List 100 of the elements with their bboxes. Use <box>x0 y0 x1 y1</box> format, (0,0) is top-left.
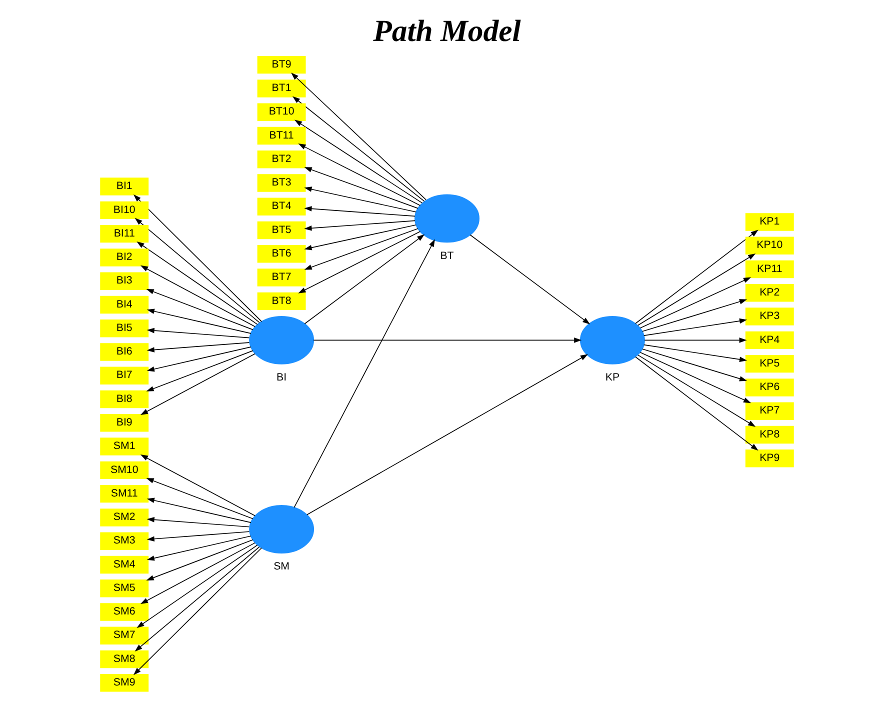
arrow <box>637 354 756 427</box>
node-box: BI2 <box>100 248 149 266</box>
arrow <box>292 96 425 202</box>
node-box: BI3 <box>100 272 149 290</box>
arrow <box>140 265 256 328</box>
arrow <box>637 253 756 326</box>
arrow <box>635 230 758 324</box>
node-box: BT10 <box>257 103 306 121</box>
arrow <box>313 338 582 343</box>
node-circle <box>249 505 314 554</box>
node-box: BT5 <box>257 221 306 240</box>
node-box: KP6 <box>745 378 794 396</box>
node-label: BT <box>440 250 454 262</box>
arrow <box>146 350 254 392</box>
node-box: KP11 <box>745 260 794 278</box>
arrow <box>640 352 752 404</box>
arrow <box>304 206 416 217</box>
arrow <box>291 72 426 200</box>
arrow <box>642 299 748 332</box>
node-box: BT2 <box>257 150 306 168</box>
arrow <box>298 144 421 206</box>
arrow <box>298 231 421 294</box>
node-box: SM6 <box>100 603 149 621</box>
node-box: BI5 <box>100 320 149 338</box>
arrow <box>304 224 417 250</box>
node-box: KP7 <box>745 402 794 420</box>
node-box: SM3 <box>100 532 149 550</box>
arrow <box>304 234 425 324</box>
node-box: BI4 <box>100 296 149 314</box>
arrow <box>133 547 262 676</box>
arrow <box>644 338 747 343</box>
node-box: KP1 <box>745 213 794 231</box>
node-box: BI9 <box>100 414 149 432</box>
node-box: SM10 <box>100 461 149 480</box>
node-box: KP5 <box>745 354 794 373</box>
arrow <box>304 228 418 270</box>
arrow <box>146 498 252 523</box>
arrow <box>146 531 250 542</box>
node-box: BI7 <box>100 366 149 384</box>
node-box: BI11 <box>100 224 149 243</box>
node-box: KP2 <box>745 284 794 302</box>
node-box: BI8 <box>100 390 149 408</box>
arrow <box>140 542 256 604</box>
arrow <box>146 308 252 334</box>
node-box: KP3 <box>745 308 794 326</box>
node-box: SM11 <box>100 484 149 503</box>
node-box: KP8 <box>745 426 794 444</box>
node-box: SM4 <box>100 556 149 574</box>
node-box: KP10 <box>745 236 794 254</box>
node-label: BI <box>276 372 287 384</box>
arrow <box>304 167 418 209</box>
arrow <box>304 186 417 212</box>
node-box: SM7 <box>100 626 149 644</box>
arrow <box>146 539 254 580</box>
arrow <box>642 348 748 382</box>
arrow <box>640 277 752 328</box>
node-box: BT9 <box>257 56 306 74</box>
arrow <box>140 454 256 516</box>
arrow <box>146 288 254 330</box>
arrow <box>306 354 588 516</box>
node-box: BT6 <box>257 245 306 263</box>
arrow <box>140 353 256 415</box>
node-box: BI10 <box>100 201 149 220</box>
node-box: BT7 <box>257 268 306 286</box>
node-box: SM1 <box>100 438 149 456</box>
node-circle <box>249 316 314 364</box>
node-box: KP4 <box>745 331 794 350</box>
node-box: BI1 <box>100 178 149 196</box>
arrow <box>146 478 254 520</box>
arrow <box>134 218 260 324</box>
node-label: SM <box>274 560 290 573</box>
node-box: SM5 <box>100 580 149 598</box>
node-box: SM8 <box>100 650 149 668</box>
arrow <box>294 120 423 204</box>
node-box: SM2 <box>100 508 149 526</box>
arrow <box>136 544 258 628</box>
arrow <box>146 346 252 372</box>
node-box: SM9 <box>100 674 149 692</box>
arrow <box>635 356 758 451</box>
diagram-title: Path Model <box>373 14 521 48</box>
node-box: BT1 <box>257 80 306 98</box>
node-box: BT3 <box>257 174 306 192</box>
arrow <box>146 328 250 338</box>
arrow <box>643 344 748 362</box>
node-box: BT8 <box>257 292 306 310</box>
arrow <box>146 342 250 352</box>
arrow <box>294 239 435 508</box>
node-box: BT4 <box>257 198 306 216</box>
node-box: BI6 <box>100 343 149 361</box>
arrow <box>134 546 260 652</box>
node-box: BT11 <box>257 126 306 145</box>
arrow <box>146 517 250 528</box>
arrow <box>643 318 748 336</box>
arrow <box>304 220 416 231</box>
arrow <box>470 234 590 324</box>
node-box: KP9 <box>745 450 794 468</box>
arrow <box>136 241 258 325</box>
arrow <box>133 194 262 322</box>
node-label: KP <box>605 372 620 384</box>
arrow <box>146 536 252 561</box>
